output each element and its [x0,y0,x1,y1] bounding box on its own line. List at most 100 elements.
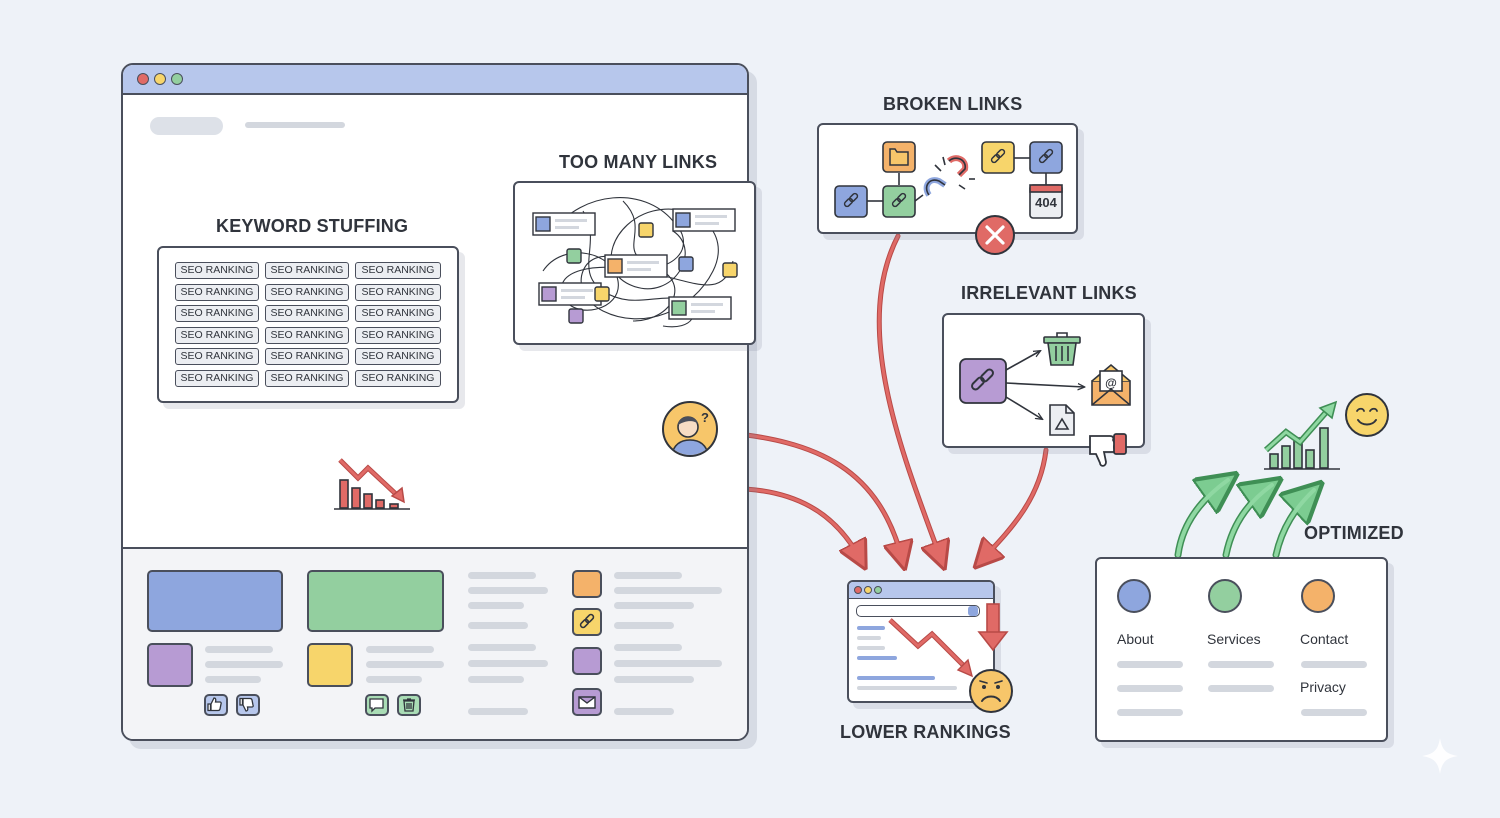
maximize-dot-icon[interactable] [171,73,183,85]
confused-user-icon: ? [662,401,718,457]
keyword-tag: SEO RANKING [355,369,441,387]
keyword-tag: SEO RANKING [175,305,259,322]
placeholder-line [468,676,524,683]
mini-max-dot-icon [874,586,882,594]
footer-purple-square-icon [572,647,602,675]
footer-card-green [307,570,444,632]
svg-text:@: @ [1105,376,1117,390]
placeholder-line [857,646,885,650]
keyword-tag: SEO RANKING [175,369,259,387]
keyword-tag: SEO RANKING [175,348,259,365]
placeholder-line [468,602,524,609]
lower-rankings-heading: LOWER RANKINGS [840,722,1011,742]
dislike-icon [1089,433,1127,467]
growth-chart-icon [1263,400,1340,470]
search-icon [968,606,978,616]
irrelevant-links-heading: IRRELEVANT LINKS [961,283,1137,303]
optimized-nav-panel: About Services Contact Privacy [1095,557,1388,742]
placeholder-line [205,676,261,683]
placeholder-line [366,676,422,683]
nav-link-contact[interactable]: Contact [1300,631,1349,647]
contact-circle-icon[interactable] [1301,579,1335,613]
placeholder-line [857,676,935,680]
trash-icon[interactable] [397,694,421,716]
keyword-tag: SEO RANKING [265,369,349,387]
svg-text:?: ? [701,410,709,425]
placeholder-line [468,708,528,715]
thumbs-down-icon[interactable] [236,694,260,716]
chat-icon[interactable] [365,694,389,716]
footer-square-yellow [307,643,353,687]
nav-link-privacy[interactable]: Privacy [1300,679,1346,695]
nav-link-about[interactable]: About [1117,631,1154,647]
footer-orange-square-icon [572,570,602,598]
placeholder-line [614,622,674,629]
keyword-tag: SEO RANKING [265,283,349,301]
placeholder-line [205,646,273,653]
placeholder-line [614,708,674,715]
keyword-tag: SEO RANKING [355,326,441,344]
mini-close-dot-icon [854,586,862,594]
address-line [245,122,345,128]
placeholder-line [857,636,881,640]
optimized-heading: OPTIMIZED [1304,523,1404,543]
arrow-optimized-up-1 [1174,480,1228,559]
mini-search-bar [856,605,980,617]
arrow-irrelevant-to-rankings [980,447,1049,562]
placeholder-line [1117,709,1183,716]
broken-links-heading: BROKEN LINKS [883,94,1023,114]
keyword-tag: SEO RANKING [355,283,441,301]
placeholder-line [468,644,536,651]
keyword-tag: SEO RANKING [175,283,259,301]
declining-chart-icon [334,458,410,510]
thumbs-up-icon[interactable] [204,694,228,716]
window-titlebar [123,65,747,95]
placeholder-line [468,622,528,629]
keyword-tag: SEO RANKING [355,348,441,365]
about-circle-icon[interactable] [1117,579,1151,613]
placeholder-line [1208,685,1274,692]
irrelevant-links-panel: @ [942,313,1145,448]
placeholder-line [857,656,897,660]
mini-titlebar [849,582,993,599]
nav-link-services[interactable]: Services [1207,631,1261,647]
ranking-drop-arrows [888,603,1009,678]
keyword-tag: SEO RANKING [175,262,259,279]
close-dot-icon[interactable] [137,73,149,85]
mail-icon[interactable] [572,688,602,716]
placeholder-line [1117,685,1183,692]
placeholder-line [614,660,722,667]
too-many-links-panel [513,181,756,345]
services-circle-icon[interactable] [1208,579,1242,613]
keyword-tag: SEO RANKING [265,348,349,365]
keyword-tag: SEO RANKING [265,262,349,279]
placeholder-line [614,602,694,609]
placeholder-line [366,646,434,653]
sad-face-icon [969,669,1013,713]
placeholder-line [366,661,444,668]
mini-min-dot-icon [864,586,872,594]
placeholder-line [857,626,885,630]
placeholder-line [468,660,548,667]
footer-square-purple [147,643,193,687]
irrelevant-links-illustration: @ [959,332,1131,436]
placeholder-line [1301,709,1367,716]
keyword-stuffing-heading: KEYWORD STUFFING [216,216,409,236]
broken-links-panel: 404 [817,123,1078,234]
placeholder-line [614,572,682,579]
sparkle-icon [1422,738,1458,774]
happy-face-icon [1345,393,1389,437]
footer-card-blue [147,570,283,632]
keyword-tag: SEO RANKING [355,262,441,279]
footer-divider [123,547,747,549]
address-pill[interactable] [150,117,223,135]
error-x-icon [975,215,1015,255]
arrow-optimized-up-2 [1222,485,1272,559]
minimize-dot-icon[interactable] [154,73,166,85]
link-icon[interactable] [572,608,602,636]
tangled-links-illustration [532,197,738,328]
placeholder-line [468,587,548,594]
placeholder-line [1301,661,1367,668]
keyword-tag: SEO RANKING [265,326,349,344]
broken-chain-illustration [834,141,1063,219]
